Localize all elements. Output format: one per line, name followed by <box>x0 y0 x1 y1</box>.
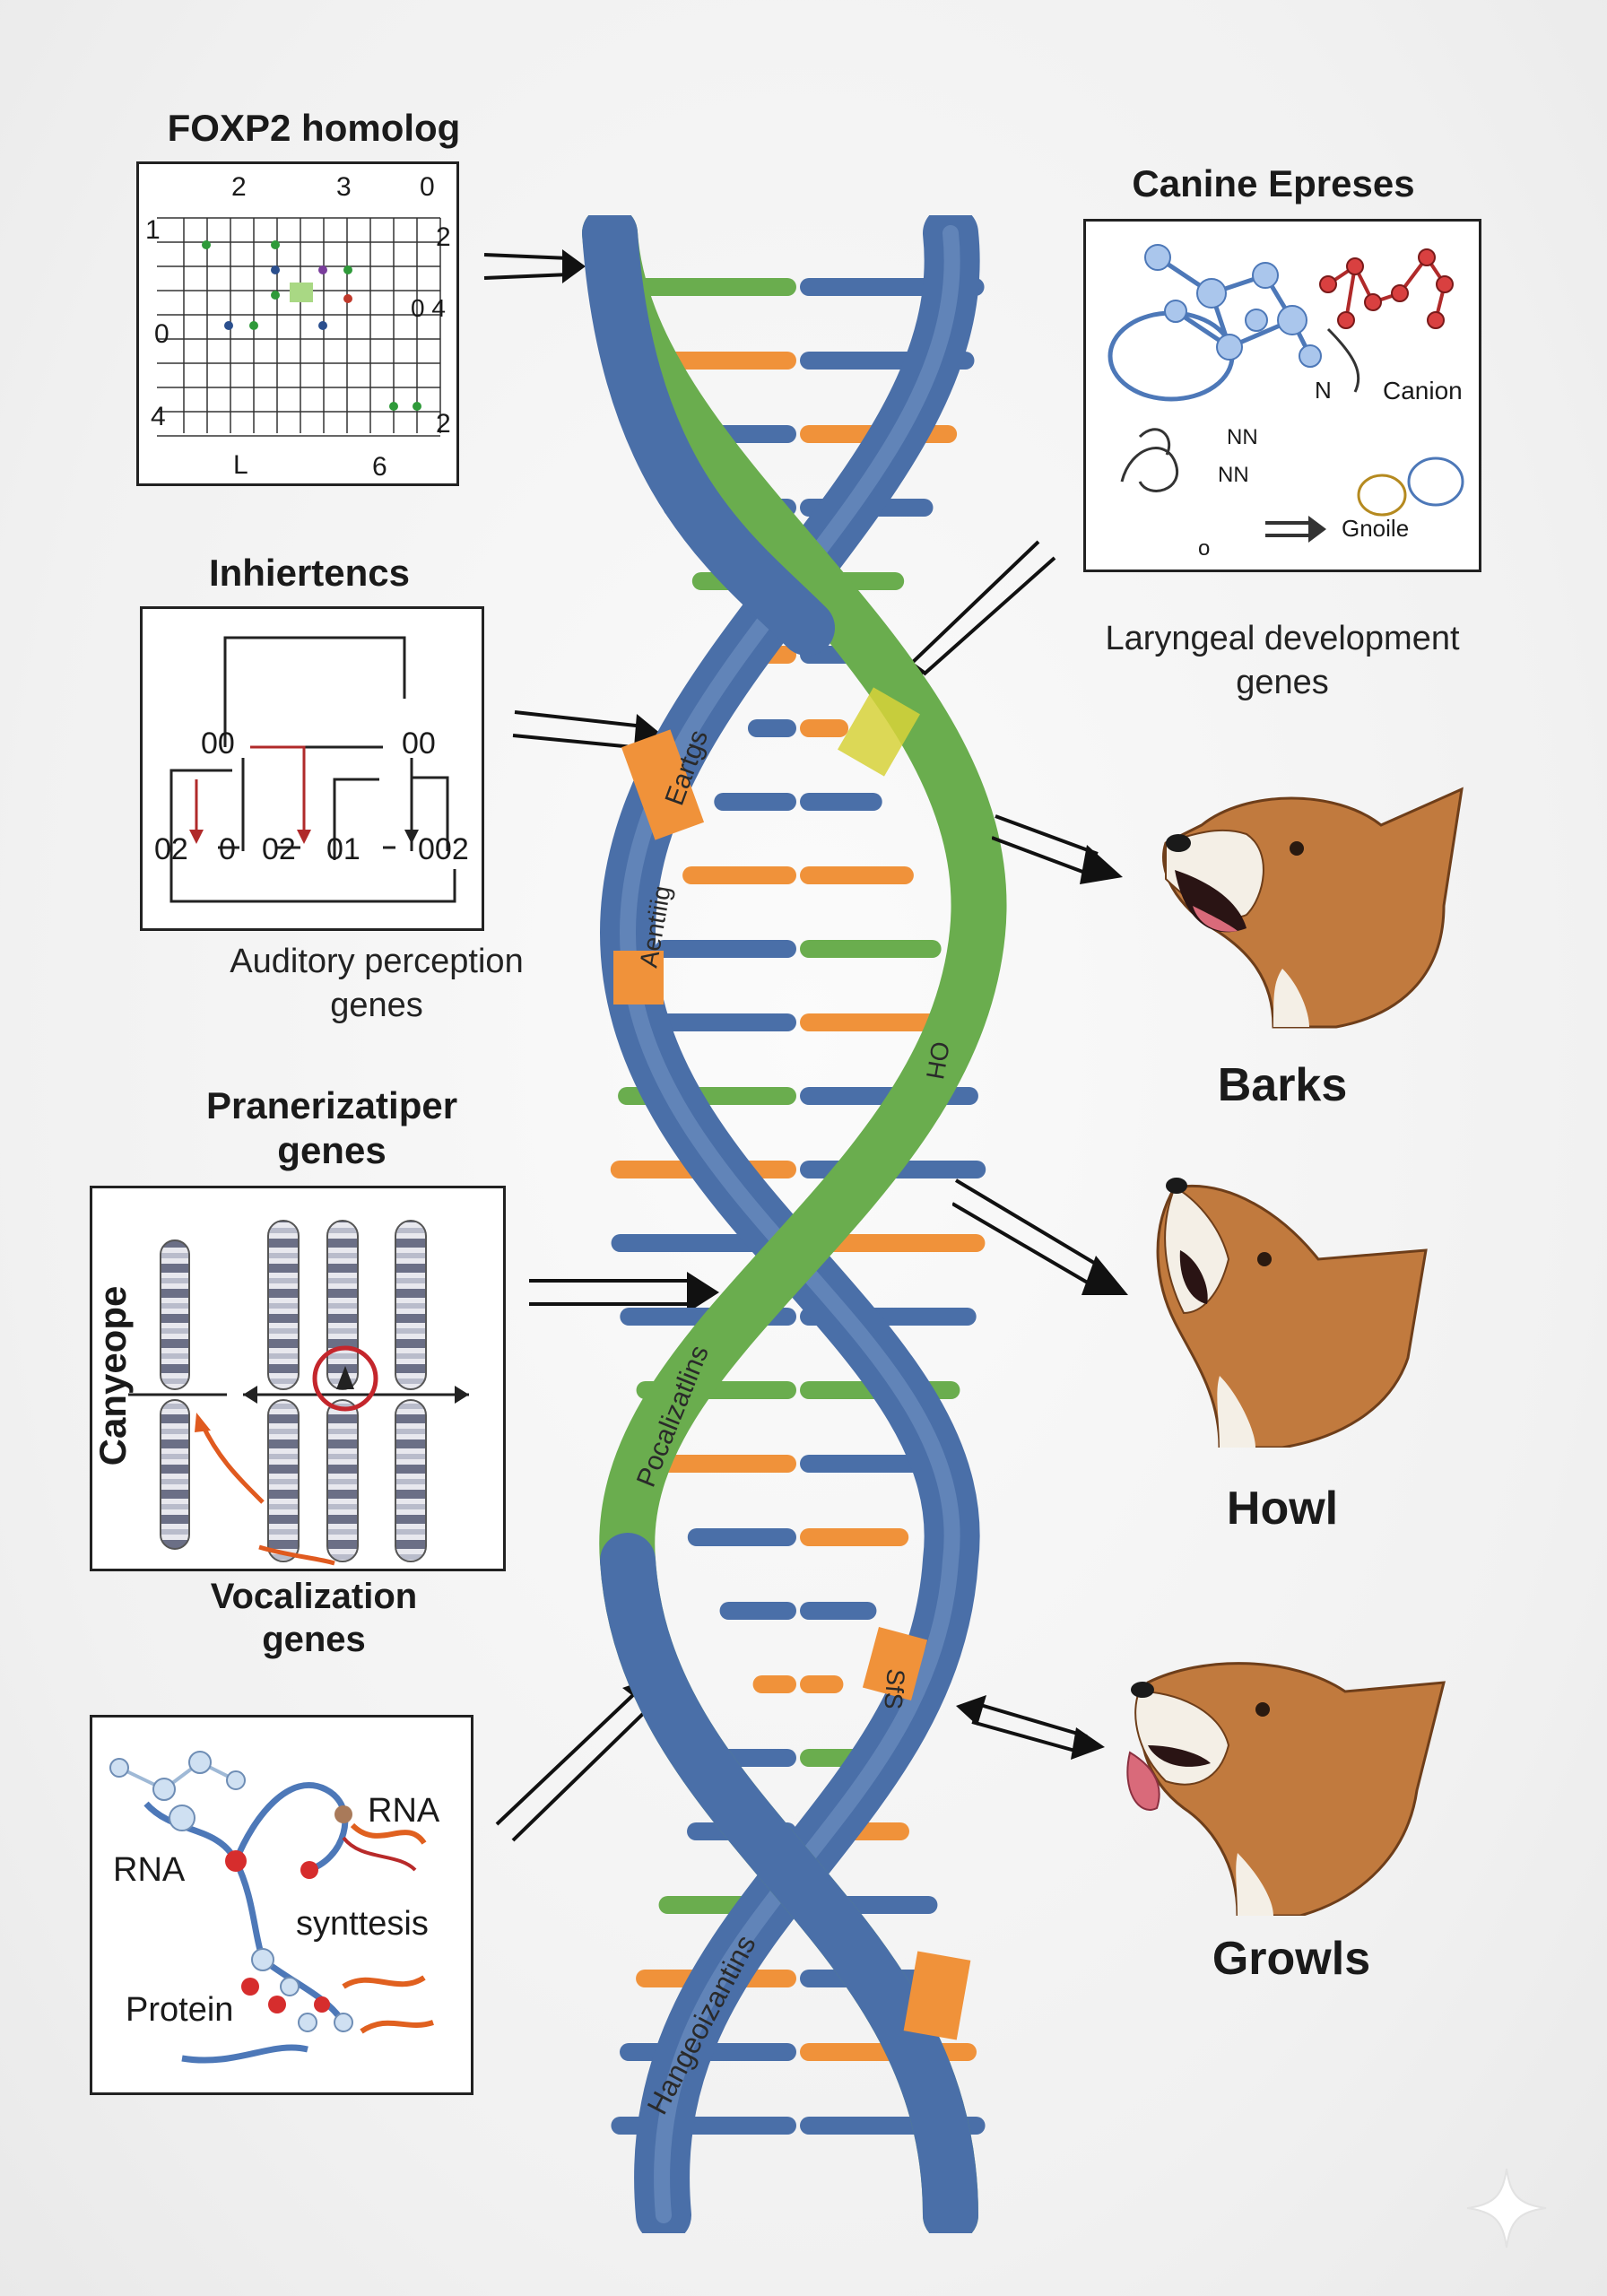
pedigree-node: 0 <box>219 832 236 866</box>
canine-label-nn: NN <box>1218 463 1249 487</box>
vocalization-caption: Vocalization genes <box>210 1577 418 1659</box>
rna-label: RNA <box>368 1792 440 1830</box>
pedigree-node: 00 <box>201 726 235 761</box>
karyotype-title: Pranerizatiper genes <box>205 1084 458 1172</box>
foxp2-right-number: 2 <box>436 409 451 439</box>
protein-label: Protein <box>126 1991 234 2029</box>
arrow-to-growls <box>956 1695 1105 1760</box>
rna-label: RNA <box>113 1851 186 1889</box>
canine-label-gnoile: Gnoile <box>1342 515 1410 542</box>
arrow-to-barks <box>992 814 1123 884</box>
inheritance-panel <box>140 606 484 931</box>
canine-molecule-panel <box>1083 219 1481 572</box>
foxp2-left-number: 0 <box>154 319 169 349</box>
grid-dots <box>202 240 421 411</box>
foxp2-right-number: 0 4 <box>411 294 446 322</box>
chromosome-diagram <box>128 1220 469 1566</box>
foxp2-left-number: 1 <box>145 215 161 245</box>
laryngeal-caption: Laryngeal development genes <box>1105 620 1460 702</box>
karyotype-side-label: Canyeope <box>91 1285 134 1466</box>
foxp2-top-number: 2 <box>231 172 247 202</box>
highlight-cell <box>290 283 313 302</box>
arrow-karyotype <box>529 1272 719 1313</box>
inheritance-title: Inhiertencs <box>208 552 411 594</box>
helix-yellow-segment <box>838 687 920 777</box>
foxp2-top-number: 3 <box>336 172 352 202</box>
dog-label-howl: Howl <box>1226 1483 1339 1535</box>
canine-label-canion: Canion <box>1383 377 1463 404</box>
dog-label-growls: Growls <box>1212 1933 1371 1985</box>
dog-growling-illustration <box>1126 1662 1446 1916</box>
strand-label: SfS <box>879 1667 910 1710</box>
pedigree-node: 00 <box>402 726 436 761</box>
foxp2-top-number: 0 <box>420 172 435 202</box>
foxp2-bottom-number: 6 <box>372 452 387 482</box>
helix-orange-segment <box>621 729 705 840</box>
pedigree-node: 002 <box>418 832 469 866</box>
strand-label: OH <box>921 1039 955 1082</box>
foxp2-title: FOXP2 homolog <box>167 107 461 149</box>
pedigree-node: 02 <box>262 832 296 866</box>
molecule-illustration <box>1108 244 1464 543</box>
foxp2-bottom-number: L <box>233 450 248 480</box>
auditory-caption: Auditory perception genes <box>230 943 524 1025</box>
helix-orange-segment <box>862 1626 928 1701</box>
foxp2-right-number: 2 <box>436 222 451 252</box>
helix-strand-front-blue-bottom <box>600 1533 978 2233</box>
canine-label-nn: NN <box>1227 425 1258 449</box>
foxp2-grid-panel <box>136 161 459 486</box>
pedigree-node: 02 <box>154 832 188 866</box>
pedigree-node: 01 <box>326 832 360 866</box>
canine-label-o: o <box>1198 536 1211 561</box>
rna-panel <box>90 1715 473 2095</box>
dog-howling-illustration <box>1156 1178 1428 1448</box>
helix-strand-front-blue-top <box>582 215 835 656</box>
rna-protein-illustration <box>109 1751 434 2064</box>
arrow-to-howl <box>952 1178 1128 1295</box>
dog-label-barks: Barks <box>1217 1059 1348 1111</box>
helix-orange-segment <box>613 951 664 1004</box>
canine-label-n: N <box>1315 377 1332 404</box>
synthesis-label: synttesis <box>296 1905 429 1943</box>
dog-barking-illustration <box>1162 787 1464 1029</box>
foxp2-left-number: 4 <box>151 402 166 431</box>
dna-helix: Eartgs Aentiiig OH Pocalizatlins SfS Han… <box>582 215 1007 2233</box>
canine-title: Canine Epreses <box>1132 162 1415 204</box>
arrow-foxp2 <box>483 249 586 283</box>
pedigree-chart <box>169 636 456 903</box>
karyotype-panel <box>90 1186 506 1571</box>
foxp2-grid <box>157 217 441 437</box>
helix-orange-segment <box>903 1951 971 2040</box>
sparkle-icon <box>1466 2168 1547 2248</box>
